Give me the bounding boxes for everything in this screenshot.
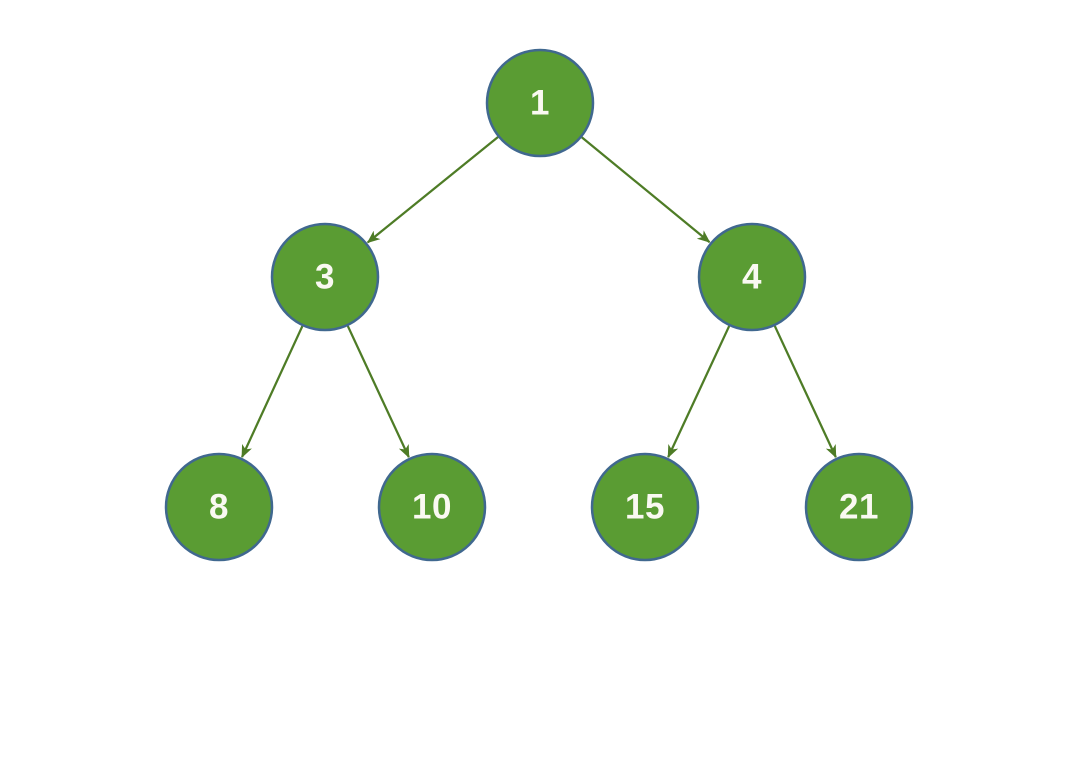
tree-node-label-1: 1 [530,84,550,123]
tree-node-15: 15 [590,452,700,562]
tree-edge-4-15 [667,325,731,459]
tree-edge-1-4 [581,136,711,243]
tree-node-label-8: 8 [209,488,229,527]
tree-node-label-21: 21 [839,488,879,527]
tree-node-3: 3 [270,222,380,332]
tree-node-10: 10 [377,452,487,562]
tree-node-label-10: 10 [412,488,452,527]
tree-node-circle-15 [590,452,700,562]
tree-node-21: 21 [804,452,914,562]
tree-node-1: 1 [485,48,595,158]
tree-edge-3-8 [240,325,304,459]
tree-node-circle-8 [164,452,274,562]
tree-node-circle-21 [804,452,914,562]
tree-edge-4-21 [773,325,837,459]
tree-node-circle-1 [485,48,595,158]
tree-node-8: 8 [164,452,274,562]
tree-node-label-3: 3 [315,258,335,297]
tree-node-4: 4 [697,222,807,332]
tree-edge-1-3 [366,136,499,244]
tree-node-circle-3 [270,222,380,332]
tree-node-circle-4 [697,222,807,332]
tree-node-circle-10 [377,452,487,562]
tree-node-label-15: 15 [625,488,665,527]
tree-node-label-4: 4 [742,258,762,297]
tree-edge-3-10 [346,325,410,459]
